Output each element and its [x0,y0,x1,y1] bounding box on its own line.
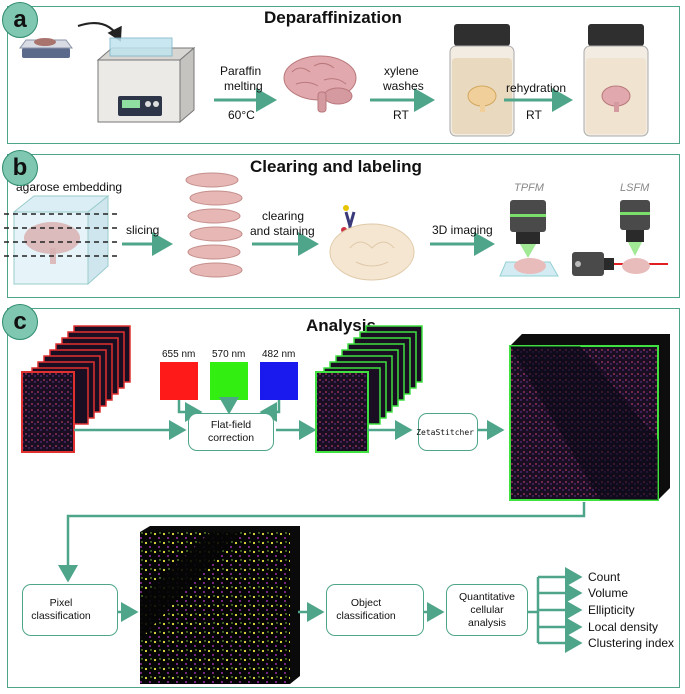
quant-label-1: Quantitative [458,590,516,603]
panel-c-badge: c [2,304,38,340]
coronal-section-icon [329,223,415,281]
pixel-label-top: Pixel [49,597,73,609]
filter-655-swatch [160,362,198,400]
hot-plate-icon [19,38,73,58]
quant-label-2: cellular [470,603,504,616]
tpfm-objective-icon [499,200,559,277]
stitched-volume-icon [509,334,670,501]
output-ellipticity: Ellipticity [588,603,635,617]
quant-label-3: analysis [468,616,506,629]
lsfm-label: LSFM [620,182,650,194]
filter-570-label: 570 nm [212,349,246,360]
output-clustering-index: Clustering index [588,636,675,650]
brain-icon [283,55,357,113]
filter-570-swatch [210,362,248,400]
transfer-arrow-icon [77,22,122,42]
slicing-label: slicing [126,223,160,237]
pixel-classified-image [140,526,300,684]
panel-a-title: Deparaffinization [264,8,402,27]
output-count: Count [588,570,621,584]
rehydration-cond-label: RT [526,108,542,122]
xylene-cond-label: RT [393,108,409,122]
panel-b-title: Clearing and labeling [250,157,422,176]
melting-temp-label: 60°C [228,108,255,122]
output-volume: Volume [588,586,629,600]
flatfield-label-bottom: correction [207,432,255,444]
xylene-label-bottom: washes [383,79,424,93]
rehydration-label: rehydration [506,81,567,95]
clearing-label-top: clearing [262,209,305,223]
object-label-bottom: classification [336,610,396,622]
clearing-label-bottom: and staining [250,224,315,238]
brain-slices-icon [185,172,243,278]
imaging-label: 3D imaging [432,223,493,237]
melting-label-top: Paraffin [220,64,262,78]
lsfm-objective-icon [572,200,668,276]
filter-655-label: 655 nm [162,349,196,360]
water-bath-icon [96,37,196,124]
tpfm-label: TPFM [514,182,544,194]
object-label-top: Object [350,597,382,609]
zetastitcher-box: ZetaStitcher [416,413,478,451]
output-local-density: Local density [588,620,659,634]
rehydration-vial-icon [583,24,649,137]
pixel-label-bottom: classification [31,610,91,622]
panel-c-title: Analysis [306,316,376,335]
melting-label-bottom: melting [224,79,263,93]
agarose-cube-icon [4,194,120,286]
red-channel-stack-icon [21,325,131,453]
zetastitcher-label: ZetaStitcher [416,427,474,437]
filter-482-label: 482 nm [262,349,296,360]
panel-a-badge: a [2,2,38,38]
agarose-label: agarose embedding [16,180,123,194]
filter-482-swatch [260,362,298,400]
panel-b-badge: b [2,150,38,186]
xylene-vial-icon [449,24,515,137]
xylene-label-top: xylene [384,64,419,78]
flatfield-label-top: Flat-field [210,419,252,431]
panel-clearing-labeling [7,154,680,298]
corrected-stack-icon [315,325,423,453]
